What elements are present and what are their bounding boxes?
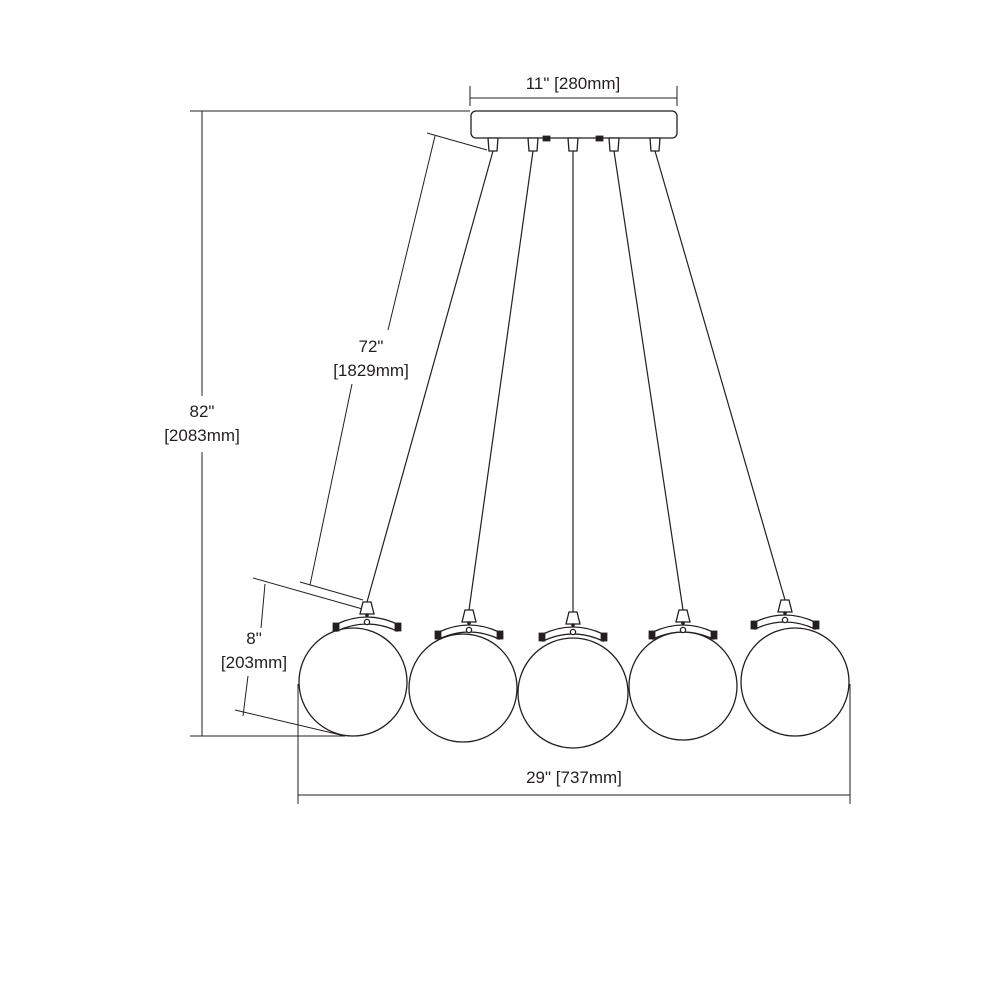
canopy-width-dimension: 11" [280mm] (469, 74, 678, 106)
fitter-hole (569, 628, 577, 636)
pendant-2 (408, 137, 539, 743)
globe-height-dimension: 8" [203mm] (221, 577, 367, 737)
canopy (470, 110, 678, 142)
cord (654, 150, 786, 601)
glass-globe (298, 627, 408, 737)
fitter-hole (465, 626, 473, 634)
cord (613, 150, 684, 611)
globe-height-imperial: 8" (246, 629, 262, 648)
thumb-screw-left (538, 632, 546, 642)
cord-grip (649, 137, 661, 152)
thumb-screw-right (496, 630, 504, 640)
fitter-dot (783, 611, 787, 615)
socket-cap (675, 609, 691, 623)
thumb-screw-left (332, 622, 340, 632)
overall-width-dimension: 29" [737mm] (297, 684, 851, 804)
fitter-dot (467, 621, 471, 625)
cord-length-dimension: 72" [1829mm] (299, 132, 488, 601)
thumb-screw-left (434, 630, 442, 640)
overall-height-imperial: 82" (190, 402, 215, 421)
glass-globe (517, 637, 629, 749)
thumb-screw-right (710, 630, 718, 640)
thumb-screw-right (394, 622, 402, 632)
overall-height-metric: [2083mm] (164, 426, 240, 445)
fitter-dot (681, 621, 685, 625)
cord-grip (527, 137, 539, 152)
pendant-4 (608, 137, 738, 741)
fitter-hole (679, 626, 687, 634)
glass-globe (740, 627, 850, 737)
fitter-hole (781, 616, 789, 624)
overall-width-label: 29" [737mm] (526, 768, 622, 787)
thumb-screw-left (648, 630, 656, 640)
fitter-dot (365, 613, 369, 617)
pendant-3 (517, 137, 629, 749)
pendant-1 (298, 137, 499, 737)
socket-cap (777, 599, 793, 613)
socket-cap (359, 601, 375, 615)
thumb-screw-right (812, 620, 820, 630)
cord-grip (487, 137, 499, 152)
cord-grip (567, 137, 579, 152)
socket-cap (565, 611, 581, 625)
cord-length-metric: [1829mm] (333, 361, 409, 380)
pendants-group (298, 137, 850, 749)
cord (468, 150, 534, 611)
canopy-width-label: 11" [280mm] (526, 74, 621, 93)
fitter-hole (363, 618, 371, 626)
fitter-dot (571, 623, 575, 627)
thumb-screw-left (750, 620, 758, 630)
thumb-screw-right (600, 632, 608, 642)
globe-height-metric: [203mm] (221, 653, 287, 672)
glass-globe (408, 633, 518, 743)
overall-height-dimension: 82" [2083mm] (164, 110, 470, 737)
cord-grip (608, 137, 620, 152)
glass-globe (628, 631, 738, 741)
cord (366, 150, 494, 603)
socket-cap (461, 609, 477, 623)
pendant-5 (649, 137, 850, 737)
cord-length-imperial: 72" (359, 337, 384, 356)
